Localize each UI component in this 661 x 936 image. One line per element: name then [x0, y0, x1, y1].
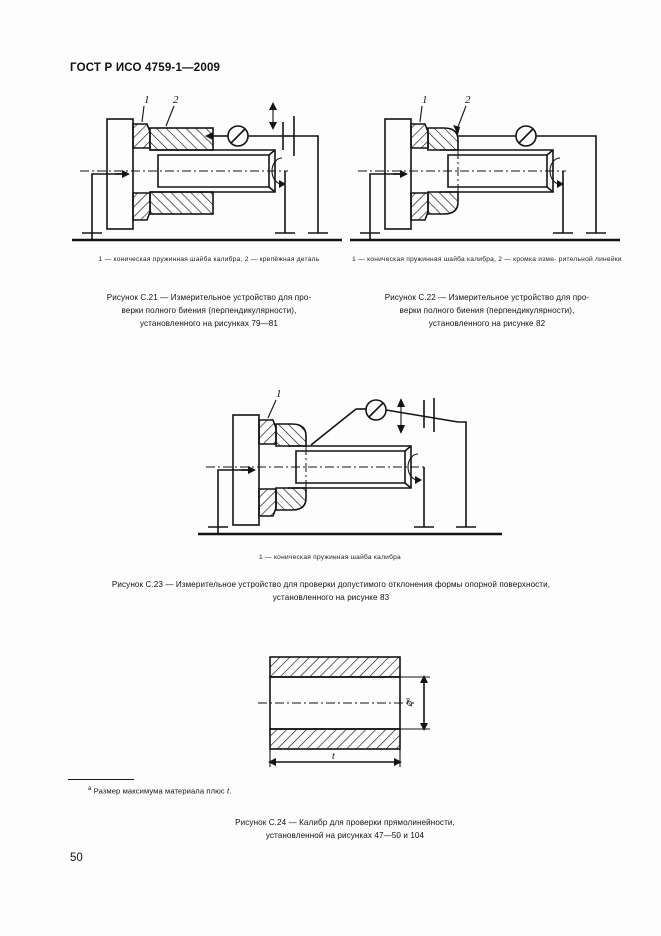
probe-leader [310, 408, 357, 446]
figure-c22-legend: 1 — коническая пружинная шайба калибра, … [348, 255, 626, 265]
gauge-arm-right [536, 135, 597, 233]
figure-c23-caption-line2: установленного на рисунке 83 [272, 593, 390, 603]
callout-label-2: 2 [173, 94, 179, 106]
diameter-label: ⌀ᵃ [404, 697, 415, 707]
footnote-text: Размер максимума материала плюс [93, 786, 228, 796]
callout-label-1: 1 [422, 94, 428, 106]
dial-needle [368, 402, 384, 418]
column [458, 421, 467, 527]
document-header: ГОСТ Р ИСО 4759-1—2009 [70, 62, 221, 74]
figure-c24-svg: ⌀ᵃ t [258, 656, 430, 767]
callout-leader-1 [419, 105, 423, 123]
rotation-arc [549, 157, 561, 185]
figure-c21-svg: 1 2 [72, 94, 342, 242]
figure-c23-drawing: 1 [196, 382, 506, 542]
figure-c22-legend-text: 1 — коническая пружинная шайба калибра, … [352, 256, 622, 263]
figure-c22-caption-line3: установленного на рисунке 82 [428, 319, 546, 329]
figure-c23-legend-text: 1 — коническая пружинная шайба калибра [259, 554, 401, 561]
axis-arrow [122, 170, 130, 178]
footnote-rule [68, 779, 134, 780]
figure-c23-legend: 1 — коническая пружинная шайба калибра [70, 553, 590, 563]
dial-needle [230, 128, 246, 144]
washer-lower [258, 488, 277, 517]
fastener-upper [149, 127, 214, 151]
rotation-arc [271, 157, 283, 185]
dial-needle [518, 128, 534, 144]
fastener-lower [149, 191, 214, 215]
figure-c23-caption-line1: Рисунок С.23 — Измерительное устройство … [111, 580, 551, 589]
callout-leader-2 [165, 105, 175, 127]
figure-c21-caption-line2: верки полного биения (перпендикулярности… [121, 306, 297, 316]
left-stand [369, 173, 400, 240]
figure-c22-caption-line2: верки полного биения (перпендикулярности… [399, 306, 575, 316]
footnote: a Размер максимума материала плюс t. [88, 786, 231, 796]
column [294, 135, 319, 233]
gauge-wall-lower [269, 728, 401, 750]
axis-arrow [248, 466, 256, 474]
footnote-marker: a [88, 786, 92, 792]
figure-c21-drawing: 1 2 [70, 92, 345, 247]
flange-plate [384, 118, 412, 230]
figure-c21-caption-line3: установленного на рисунках 79—81 [139, 319, 278, 329]
figure-c22-drawing: 1 2 [348, 92, 623, 247]
length-label: t [332, 751, 335, 762]
left-stand [91, 173, 122, 240]
rotation-arc [407, 453, 419, 481]
gauge-wall-upper [269, 656, 401, 678]
contact-pad-lower [275, 487, 307, 511]
flange-plate [232, 414, 260, 526]
left-stand [217, 469, 248, 534]
flange-plate [106, 118, 134, 230]
washer-upper [258, 419, 277, 445]
washer-lower [132, 192, 151, 221]
callout-leader-1 [141, 105, 145, 123]
rule-edge-upper [427, 127, 459, 151]
contact-arrow [205, 132, 213, 140]
footnote-text-after: . [229, 786, 232, 796]
figure-c22-svg: 1 2 [350, 94, 620, 242]
callout-label-2: 2 [465, 94, 471, 106]
figure-c21-legend: 1 — коническая пружинная шайба калибра, … [70, 255, 348, 265]
washer-upper [132, 123, 151, 149]
gauge-arm-right [385, 409, 459, 423]
footnote-text-italic: t [227, 786, 230, 796]
figure-c24-caption-line1: Рисунок С.24 — Калибр для проверки прямо… [235, 818, 455, 827]
figure-c24-caption: Рисунок С.24 — Калибр для проверки прямо… [180, 816, 510, 842]
figure-c24-drawing: ⌀ᵃ t [252, 645, 452, 770]
figure-c23-caption: Рисунок С.23 — Измерительное устройство … [48, 578, 614, 604]
contact-pad-upper [275, 423, 307, 447]
figure-c24-caption-line2: установленной на рисунках 47—50 и 104 [265, 831, 425, 841]
callout-label-1: 1 [144, 94, 150, 106]
figure-c22-caption-line1: Рисунок С.22 — Измерительное устройство … [384, 293, 590, 302]
callout-leader-1 [267, 399, 277, 419]
figure-c22-caption: Рисунок С.22 — Измерительное устройство … [348, 291, 626, 330]
figure-c21-caption: Рисунок С.21 — Измерительное устройство … [70, 291, 348, 330]
callout-label-1: 1 [276, 388, 282, 400]
figure-c21-legend-text: 1 — коническая пружинная шайба калибра, … [98, 256, 320, 263]
figure-c23-svg: 1 [198, 388, 502, 536]
axis-arrow [400, 170, 408, 178]
page-number: 50 [70, 852, 83, 864]
washer-lower [410, 192, 429, 221]
rule-edge-lower [427, 191, 459, 215]
figure-c21-caption-line1: Рисунок С.21 — Измерительное устройство … [106, 293, 312, 302]
washer-upper [410, 123, 429, 149]
